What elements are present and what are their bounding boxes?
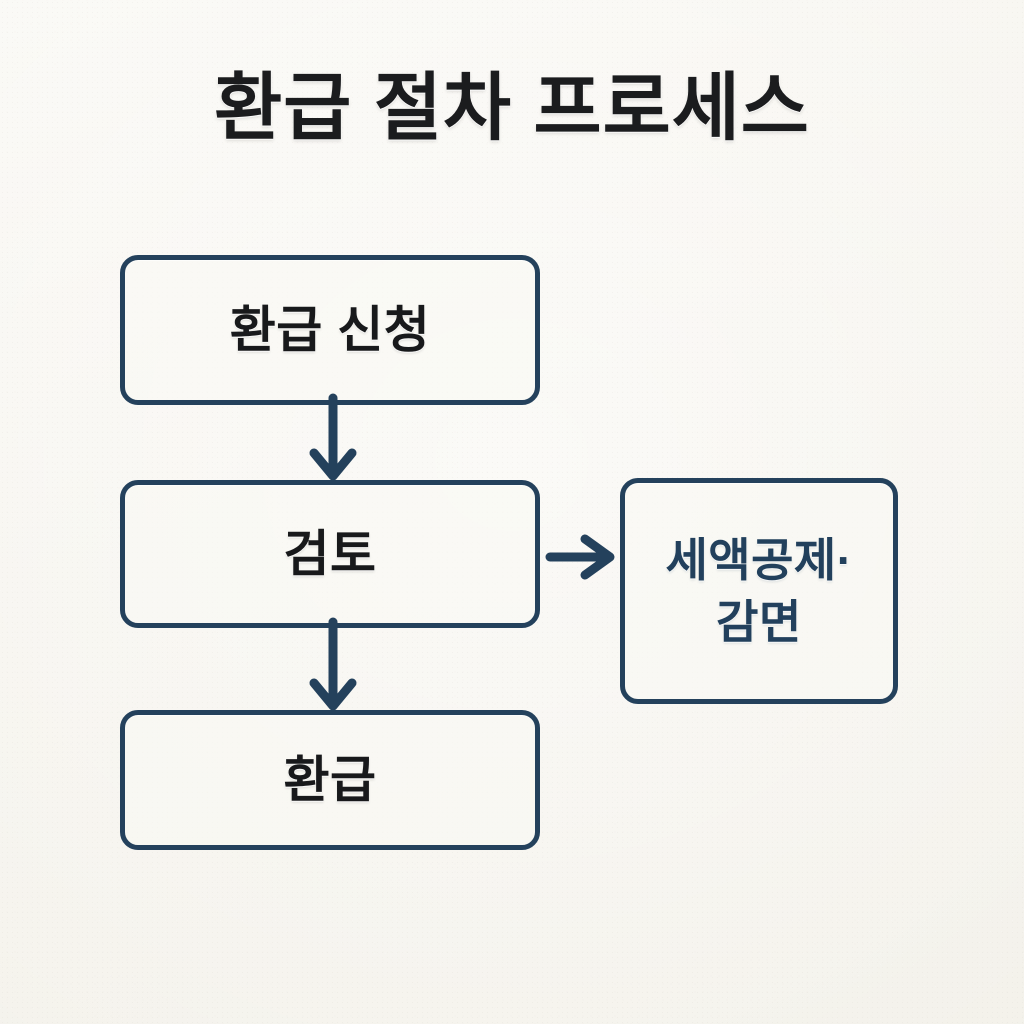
flow-node-deduction-label: 세액공제·감면: [665, 534, 853, 648]
right-arrow-icon-review-to-deduction: [545, 534, 615, 580]
flow-node-apply[interactable]: 환급 신청: [120, 255, 540, 405]
flow-node-refund[interactable]: 환급: [120, 710, 540, 850]
down-arrow-icon-review-to-refund: [309, 617, 357, 711]
flow-node-apply-label: 환급 신청: [229, 302, 431, 358]
flow-node-refund-label: 환급: [283, 752, 377, 808]
flow-node-review-label: 검토: [283, 526, 377, 582]
page-title: 환급 절차 프로세스: [214, 66, 810, 149]
down-arrow-icon-apply-to-review: [309, 393, 357, 481]
flow-node-review[interactable]: 검토: [120, 480, 540, 628]
flow-node-deduction[interactable]: 세액공제·감면: [620, 478, 898, 704]
